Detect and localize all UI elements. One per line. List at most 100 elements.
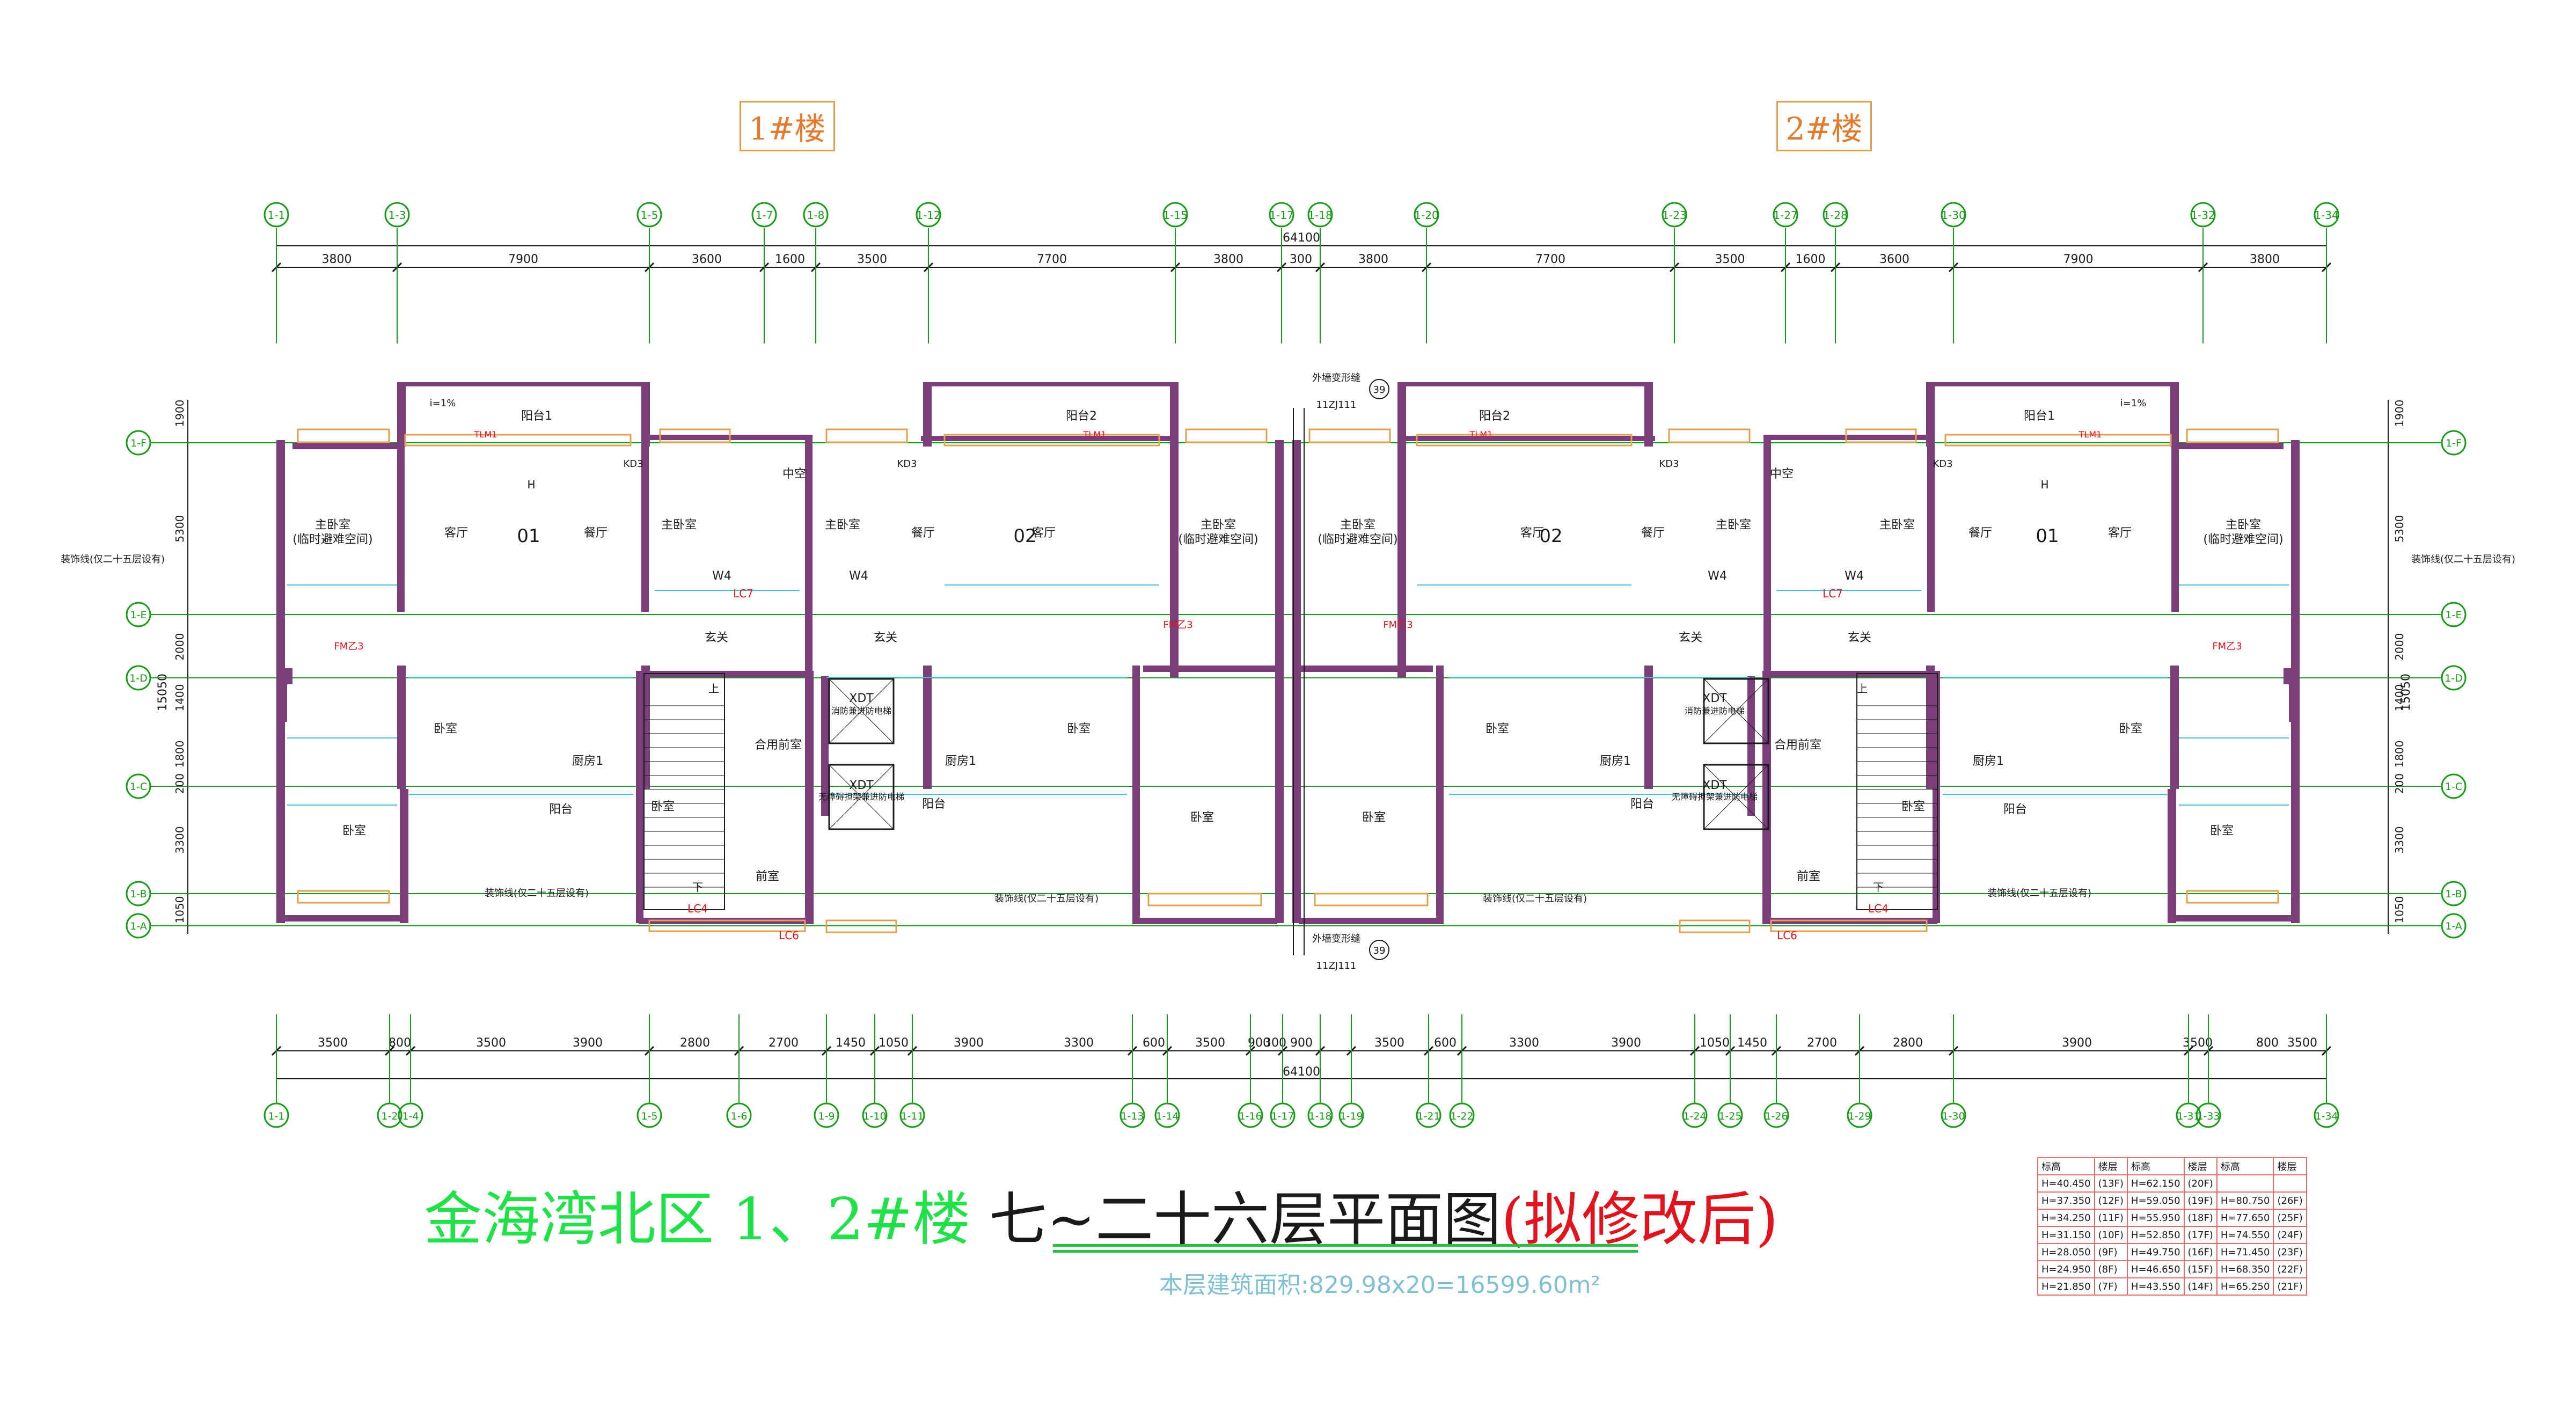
axis-bubble xyxy=(1307,1102,1333,1128)
window-tag: LC7 xyxy=(733,587,753,600)
height-cell: H=68.350 xyxy=(2216,1260,2274,1278)
axis-label: 1-24 xyxy=(1683,1110,1706,1122)
elevator-shaft xyxy=(1703,764,1769,830)
axis-bubble xyxy=(636,1102,662,1128)
wall xyxy=(1436,666,1444,923)
decor-line-note: 装饰线(仅二十五层设有) xyxy=(1483,893,1587,904)
bottom-dim-value: 3500 xyxy=(476,1036,506,1050)
side-dim-value: 5300 xyxy=(2393,515,2406,543)
room-kitchen: 厨房1 xyxy=(945,755,976,768)
wall xyxy=(2170,382,2179,447)
wall xyxy=(292,443,400,449)
room-hall: 玄关 xyxy=(1848,631,1871,645)
axis-bubble xyxy=(2441,881,2467,906)
top-dim-value: 7700 xyxy=(1037,253,1067,266)
room-bedroom: 卧室 xyxy=(651,800,675,814)
axis-label: 1-1 xyxy=(268,1110,284,1122)
bottom-dim-value: 2800 xyxy=(1893,1036,1923,1050)
window xyxy=(1944,434,2172,447)
axis-bubble xyxy=(1119,1102,1145,1128)
elevator-note: 消防兼进防电梯 xyxy=(1685,706,1745,716)
axis-bubble xyxy=(1717,1102,1743,1128)
elevator-label: XDT xyxy=(1702,779,1727,792)
bottom-dim-value: 3500 xyxy=(1195,1036,1225,1050)
bottom-dim-value: 3500 xyxy=(1374,1036,1404,1050)
bottom-dim-value: 1450 xyxy=(1737,1036,1767,1050)
height-cell: H=31.150 xyxy=(2037,1226,2095,1244)
height-cell: (15F) xyxy=(2183,1260,2218,1278)
window-tag: W4 xyxy=(849,569,868,583)
unit-number: 02 xyxy=(1539,525,1562,547)
door-tag: TLM1 xyxy=(1083,429,1107,440)
wall xyxy=(1275,440,1284,923)
stair-note: 上 xyxy=(708,682,719,695)
wall xyxy=(1403,382,1644,386)
height-cell: 楼层 xyxy=(2094,1157,2128,1175)
height-cell: (12F) xyxy=(2094,1191,2128,1210)
decor-line-note: 装饰线(仅二十五层设有) xyxy=(1987,888,2091,899)
side-dim-value: 1800 xyxy=(2393,741,2406,768)
axis-label: 1-14 xyxy=(1155,1110,1179,1122)
window-tag: W4 xyxy=(1708,569,1727,583)
window xyxy=(1845,428,1917,443)
opening-tag: KD3 xyxy=(1933,458,1952,470)
top-dim-value: 3800 xyxy=(2250,253,2280,266)
elevator-label: XDT xyxy=(849,779,874,792)
detail-bubble xyxy=(1369,379,1389,399)
window xyxy=(297,428,390,443)
room-living: 客厅 xyxy=(1520,526,1544,540)
window xyxy=(1770,919,1928,932)
bottom-dim-value: 1050 xyxy=(1700,1036,1730,1050)
elevator-shaft xyxy=(828,678,895,744)
detail-mark: 39 xyxy=(1373,945,1386,956)
height-cell: (16F) xyxy=(2183,1243,2218,1261)
axis-label: 1-21 xyxy=(1417,1110,1440,1122)
wall xyxy=(641,440,649,612)
slope-note: i=1% xyxy=(430,398,456,409)
axis-label: 1-2 xyxy=(381,1110,398,1122)
window xyxy=(825,428,908,443)
window xyxy=(825,919,897,933)
elevator-cross xyxy=(829,678,894,744)
height-cell: H=28.050 xyxy=(2037,1243,2095,1261)
bottom-total-dim: 64100 xyxy=(1283,1065,1320,1079)
elevator-shaft xyxy=(828,764,895,830)
wall xyxy=(2176,443,2284,449)
wall xyxy=(2171,440,2179,612)
axis-label: 1-19 xyxy=(1340,1110,1363,1122)
drawing-title: 金海湾北区 1、2#楼 七~二十六层平面图(拟修改后) xyxy=(424,1173,1778,1256)
side-dim-value: 1900 xyxy=(2393,400,2406,427)
room-balcony-2: 阳台2 xyxy=(1479,410,1510,423)
top-dim-value: 7700 xyxy=(1535,253,1565,266)
height-cell: (18F) xyxy=(2183,1209,2218,1227)
room-balcony-1: 阳台1 xyxy=(2024,410,2055,423)
axis-label: 1-3 xyxy=(389,209,406,222)
room-master-bedroom: 主卧室 xyxy=(1201,518,1236,532)
axis-label: 1-9 xyxy=(818,1110,835,1122)
height-table-row: H=34.250(11F)H=55.950(18F)H=77.650(25F) xyxy=(2037,1209,2307,1227)
room-master-bedroom: 主卧室 xyxy=(661,518,697,532)
height-cell: H=24.950 xyxy=(2037,1260,2095,1278)
wall xyxy=(2176,915,2300,922)
axis-bubble xyxy=(1338,1102,1364,1128)
axis-bubble xyxy=(126,913,151,939)
window xyxy=(1668,428,1751,443)
axis-label: 1-15 xyxy=(1163,209,1187,222)
wall xyxy=(1933,671,1940,923)
axis-bubble xyxy=(377,1102,402,1128)
door-tag: TLM1 xyxy=(1469,429,1493,440)
opening-tag: KD3 xyxy=(1659,458,1679,470)
room-patio: 中空 xyxy=(782,467,806,481)
building-plan xyxy=(276,382,2300,955)
axis-bubble xyxy=(126,430,151,456)
room-balcony: 阳台 xyxy=(1630,798,1654,811)
axis-bubble xyxy=(2314,1102,2339,1128)
room-dining: 餐厅 xyxy=(1968,526,1992,540)
wall xyxy=(400,382,649,386)
axis-label: 1-10 xyxy=(863,1110,886,1122)
door-tag: FM乙3 xyxy=(1163,619,1192,631)
bottom-dim-value: 1450 xyxy=(836,1036,866,1050)
axis-label: 1-D xyxy=(129,672,148,684)
